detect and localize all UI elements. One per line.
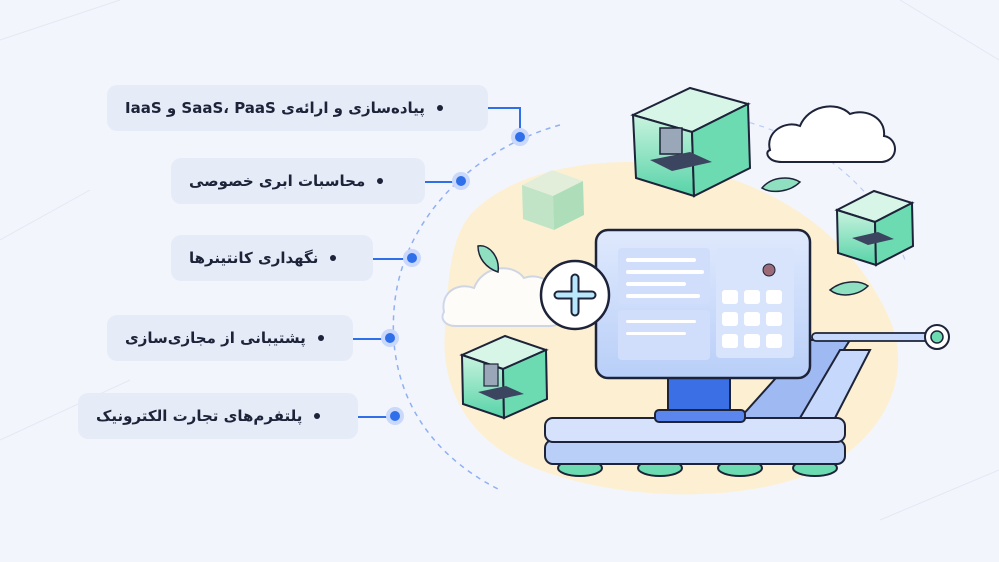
service-label: پیاده‌سازی و ارائه‌ی SaaS، PaaS و IaaS — [125, 99, 425, 117]
connector-line — [425, 181, 460, 183]
connector-node — [407, 253, 417, 263]
plus-icon — [539, 259, 611, 331]
connector-node — [385, 333, 395, 343]
connector-line — [373, 258, 411, 260]
connector-line — [519, 107, 521, 137]
service-item-virtualization: پشتیبانی از مجازی‌سازی — [107, 315, 353, 361]
dashed-arc — [392, 124, 561, 491]
bullet-icon — [436, 105, 443, 111]
service-item-private-cloud: محاسبات ابری خصوصی — [171, 158, 425, 204]
connector-rod — [811, 324, 950, 350]
service-item-containers: نگهداری کانتینرها — [171, 235, 373, 281]
connector-line — [358, 416, 394, 418]
bullet-icon — [330, 255, 337, 261]
service-item-ecommerce: پلتفرم‌های تجارت الکترونیک — [78, 393, 358, 439]
service-item-saas-paas-iaas: پیاده‌سازی و ارائه‌ی SaaS، PaaS و IaaS — [107, 85, 488, 131]
bullet-icon — [314, 413, 321, 419]
platform-base — [544, 339, 872, 477]
connector-line — [353, 338, 389, 340]
cloud-icon — [766, 105, 896, 163]
cube-icon — [522, 170, 584, 230]
bullet-icon — [377, 178, 384, 184]
connector-node — [456, 176, 466, 186]
cube-icon — [459, 334, 549, 420]
service-label: پشتیبانی از مجازی‌سازی — [125, 329, 306, 347]
connector-node — [515, 132, 525, 142]
leaf-icon — [477, 177, 870, 296]
cube-icon — [834, 189, 915, 267]
connector-line — [488, 107, 520, 109]
bullet-icon — [317, 335, 324, 341]
cube-icon — [630, 86, 752, 198]
service-label: پلتفرم‌های تجارت الکترونیک — [96, 407, 303, 425]
monitor-icon — [594, 228, 812, 380]
connector-node — [390, 411, 400, 421]
monitor-stand — [654, 374, 746, 423]
service-label: نگهداری کانتینرها — [189, 249, 319, 267]
service-label: محاسبات ابری خصوصی — [189, 172, 366, 190]
